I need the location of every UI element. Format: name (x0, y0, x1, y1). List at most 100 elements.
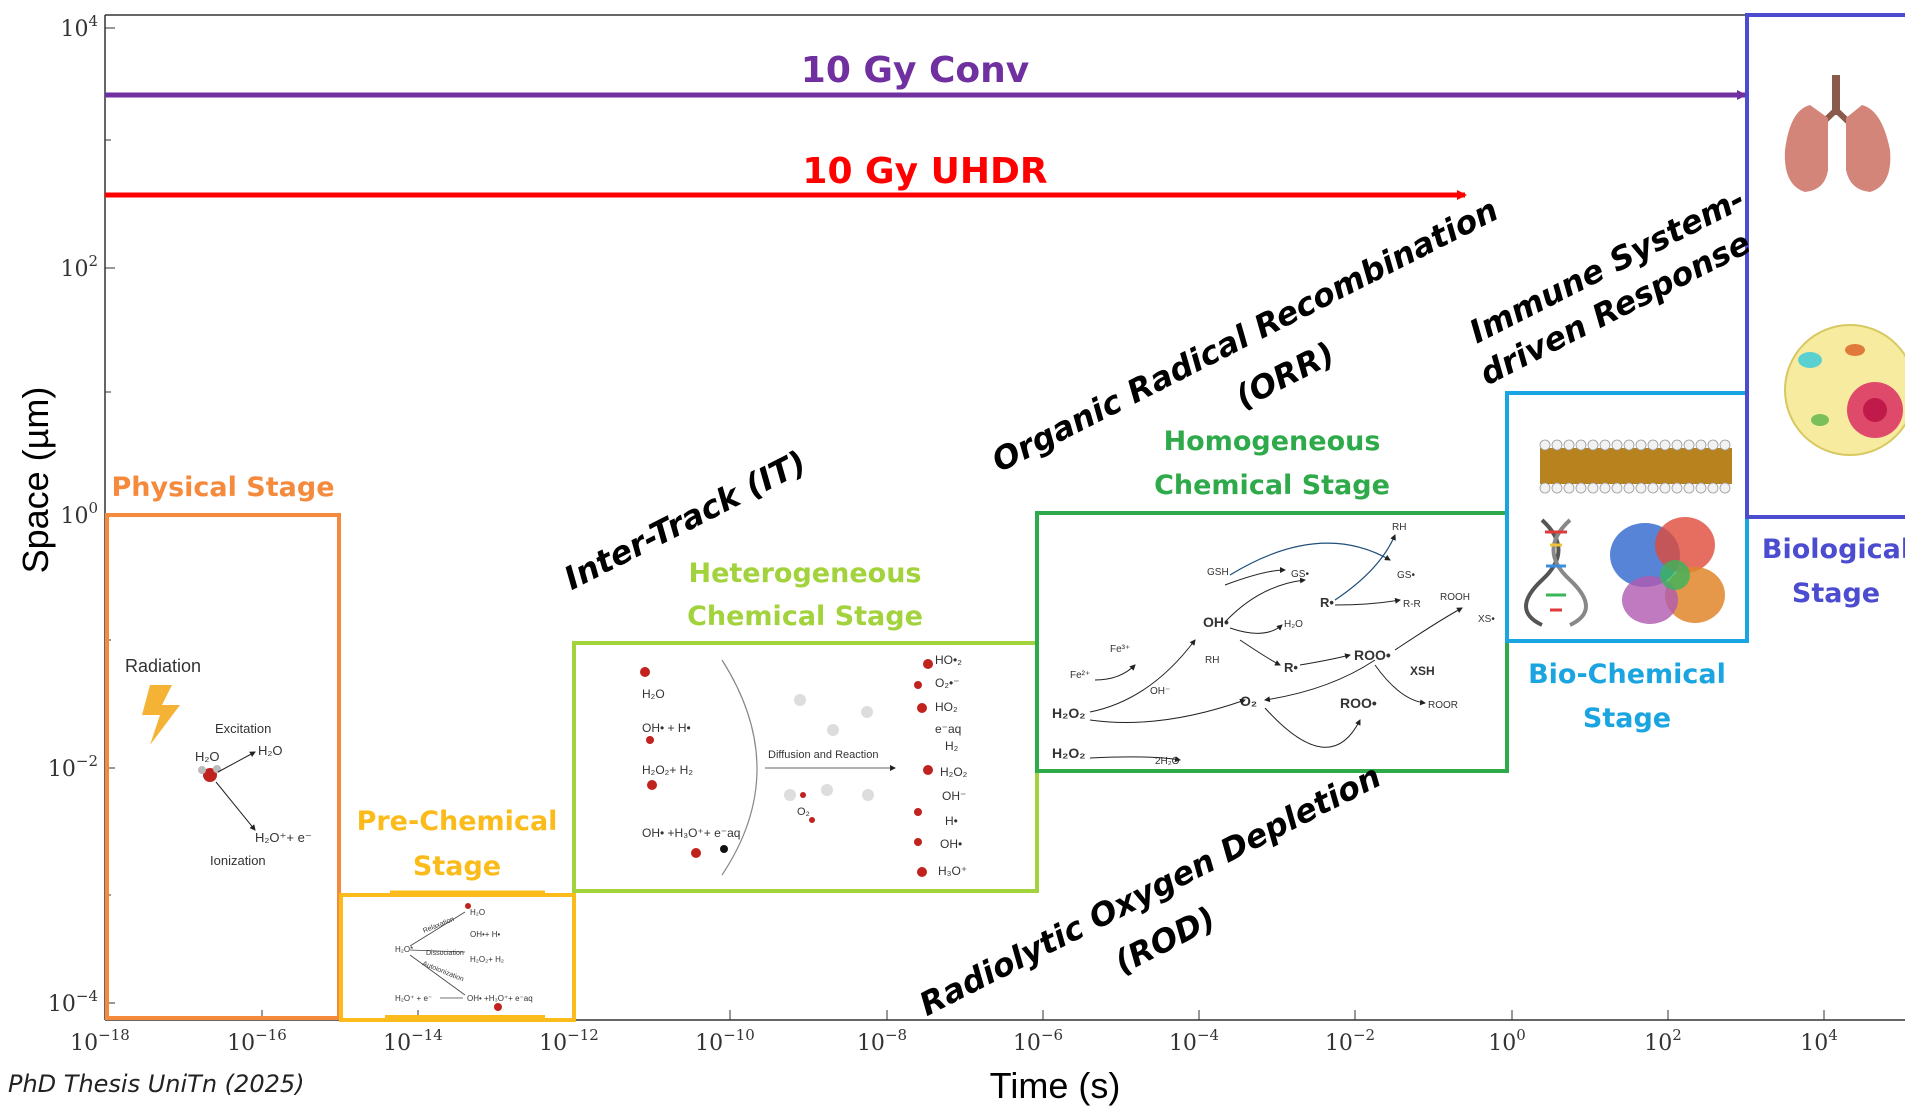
svg-text:ROOR: ROOR (1428, 700, 1458, 711)
x-tick-label: 10−4 (1169, 1026, 1219, 1056)
heterogeneous-stage-title-2: Chemical Stage (687, 601, 923, 632)
x-tick-label: 10−2 (1325, 1026, 1375, 1056)
svg-text:H₂O₂: H₂O₂ (940, 765, 968, 779)
y-tick-label: 102 (60, 252, 98, 282)
svg-text:OH• + H•: OH• + H• (642, 721, 691, 735)
y-tick-label: 10−2 (48, 752, 98, 782)
y-axis-label: Space (µm) (15, 387, 56, 574)
prechemical-stage: Pre-Chemical Stage H₂O* Relaxation Disso… (339, 806, 576, 1022)
svg-text:RH: RH (1205, 655, 1219, 666)
svg-text:R•: R• (1320, 595, 1334, 610)
svg-text:Autoionization: Autoionization (421, 960, 464, 983)
x-tick-label: 10−14 (383, 1026, 443, 1056)
svg-text:Fe²⁺: Fe²⁺ (1070, 670, 1090, 681)
svg-text:H₂O: H₂O (1284, 619, 1303, 630)
svg-text:OH• +H₃O⁺+ e⁻aq: OH• +H₃O⁺+ e⁻aq (642, 826, 740, 840)
x-tick-label: 100 (1488, 1026, 1526, 1056)
heterogeneous-stage: Heterogeneous Chemical Stage H₂O OH• + H… (572, 558, 1039, 893)
svg-text:Excitation: Excitation (215, 721, 271, 736)
source-caption: PhD Thesis UniTn (2025) (8, 1070, 304, 1098)
homogeneous-stage-title-2: Chemical Stage (1154, 470, 1390, 501)
svg-text:H₂O: H₂O (470, 908, 485, 917)
x-tick-label: 10−8 (857, 1026, 907, 1056)
svg-text:H₂: H₂ (945, 739, 959, 753)
svg-text:Fe³⁺: Fe³⁺ (1110, 644, 1130, 655)
homogeneous-inset: GSH RH GS• GS• Fe³⁺ Fe²⁺ OH• OH⁻ H₂O R• … (1052, 522, 1495, 767)
x-tick-label: 10−18 (70, 1026, 130, 1056)
water-molecule-icon (203, 768, 217, 782)
y-tick-label: 10−4 (48, 987, 98, 1017)
lightning-icon (142, 685, 180, 745)
x-tick-label: 102 (1644, 1026, 1682, 1056)
svg-text:ROO•: ROO• (1340, 695, 1377, 711)
svg-text:H₂O₂+ H₂: H₂O₂+ H₂ (470, 955, 504, 964)
x-tick-label: 10−16 (227, 1026, 287, 1056)
svg-text:H₂O₂+ H₂: H₂O₂+ H₂ (642, 763, 693, 777)
heterogeneous-inset: H₂O OH• + H• H₂O₂+ H₂ OH• +H₃O⁺+ e⁻aq Di… (640, 653, 968, 878)
conv-arrow-label: 10 Gy Conv (801, 50, 1029, 91)
svg-text:H₂O*: H₂O* (395, 945, 413, 954)
x-tick-label: 104 (1800, 1026, 1838, 1056)
physical-inset: Radiation Excitation H₂O H₂O H₂O⁺+ e⁻ Io… (125, 656, 312, 868)
svg-text:R•: R• (1284, 660, 1298, 675)
svg-text:H₂O: H₂O (195, 749, 220, 764)
prechemical-inset: H₂O* Relaxation Dissociation Autoionizat… (395, 903, 533, 1011)
x-tick-label: 10−10 (695, 1026, 755, 1056)
svg-text:OH•+ H•: OH•+ H• (470, 930, 500, 939)
dna-helix-icon (1524, 518, 1588, 627)
heterogeneous-stage-title-1: Heterogeneous (688, 558, 921, 589)
lungs-icon (1784, 75, 1891, 192)
svg-text:2H₂O: 2H₂O (1155, 756, 1180, 767)
svg-text:Relaxation: Relaxation (422, 916, 455, 935)
svg-text:HO₂: HO₂ (935, 700, 958, 714)
svg-text:ROO•: ROO• (1354, 647, 1391, 663)
svg-text:XS•: XS• (1478, 614, 1495, 625)
x-tick-label: 10−6 (1013, 1026, 1063, 1056)
svg-text:H₂O₂: H₂O₂ (1052, 745, 1085, 761)
svg-text:Ionization: Ionization (210, 853, 266, 868)
svg-text:H₂O: H₂O (642, 687, 665, 701)
svg-text:RH: RH (1392, 522, 1406, 533)
physical-stage: Physical Stage Radiation Excitation H₂O … (105, 472, 341, 1020)
biochemical-stage-title-1: Bio-Chemical (1528, 659, 1726, 690)
svg-text:Diffusion and Reaction: Diffusion and Reaction (768, 749, 878, 761)
x-tick-label: 10−12 (539, 1026, 599, 1056)
lipid-membrane-icon (1539, 439, 1732, 494)
prechemical-stage-title-2: Stage (413, 851, 501, 882)
y-tick-label: 100 (60, 499, 98, 529)
protein-structure-icon (1610, 517, 1725, 624)
y-tick-label: 104 (60, 12, 98, 42)
svg-text:OH⁻: OH⁻ (942, 789, 966, 803)
svg-text:Dissociation: Dissociation (426, 950, 464, 957)
svg-text:O₂: O₂ (797, 806, 810, 818)
svg-text:O₂: O₂ (1240, 693, 1257, 709)
svg-text:GS•: GS• (1397, 570, 1415, 581)
svg-text:OH⁻: OH⁻ (1150, 686, 1170, 697)
svg-text:H₂O: H₂O (258, 743, 283, 758)
svg-text:H₂O⁺ + e⁻: H₂O⁺ + e⁻ (395, 994, 432, 1003)
conv-arrow: 10 Gy Conv (105, 50, 1747, 100)
svg-text:R-R: R-R (1403, 599, 1421, 610)
uhdr-arrow-label: 10 Gy UHDR (802, 151, 1047, 192)
svg-text:H₃O⁺: H₃O⁺ (938, 864, 967, 878)
y-ticks: 104 102 100 10−2 10−4 (48, 12, 115, 1017)
biochemical-stage: Bio-Chemical Stage (1505, 391, 1749, 734)
svg-text:Radiation: Radiation (125, 656, 201, 676)
biological-stage: Biological Stage (1745, 13, 1905, 609)
homogeneous-stage: Homogeneous Chemical Stage GSH RH GS• GS… (1035, 426, 1509, 773)
x-axis-label: Time (s) (990, 1065, 1121, 1106)
biochemical-stage-title-2: Stage (1583, 703, 1671, 734)
svg-text:e⁻aq: e⁻aq (935, 722, 961, 736)
svg-text:HO•₂: HO•₂ (935, 653, 962, 667)
svg-text:O₂•⁻: O₂•⁻ (935, 676, 960, 690)
biological-stage-title-1: Biological (1762, 534, 1905, 565)
uhdr-arrow: 10 Gy UHDR (105, 151, 1467, 200)
svg-text:H₂O⁺+ e⁻: H₂O⁺+ e⁻ (255, 830, 312, 845)
svg-text:H₂O₂: H₂O₂ (1052, 705, 1085, 721)
svg-text:ROOH: ROOH (1440, 592, 1470, 603)
svg-text:XSH: XSH (1410, 664, 1435, 678)
svg-text:OH• +H₃O⁺+ e⁻aq: OH• +H₃O⁺+ e⁻aq (467, 994, 533, 1003)
svg-text:GSH: GSH (1207, 567, 1229, 578)
biological-stage-title-2: Stage (1792, 578, 1880, 609)
prechemical-stage-title-1: Pre-Chemical (357, 806, 558, 837)
